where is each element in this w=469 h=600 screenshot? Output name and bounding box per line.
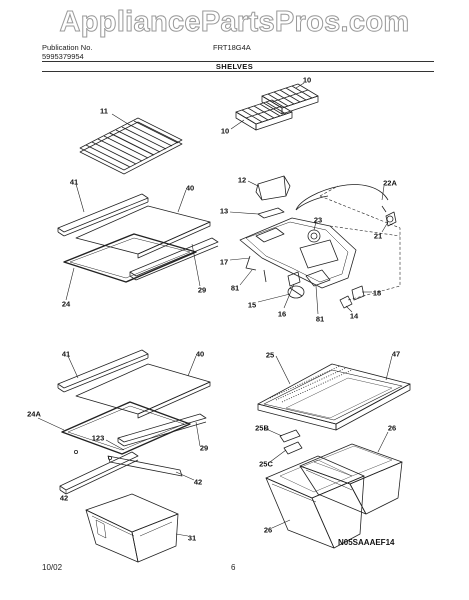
publication-number: 5995379954 — [42, 52, 84, 61]
crisper-pan-part-26-left — [265, 455, 365, 549]
callout-25c: 25C — [259, 459, 273, 469]
callout-123: 123 — [91, 433, 105, 443]
dashed-outline-housing — [319, 185, 401, 301]
publication-label: Publication No. — [42, 43, 93, 52]
callout-41-lower: 41 — [61, 349, 71, 359]
callout-17: 17 — [219, 257, 229, 267]
callout-41-upper: 41 — [69, 177, 79, 187]
callout-10-lower: 10 — [220, 126, 230, 136]
callout-23: 23 — [313, 215, 323, 225]
callout-leader-lines — [37, 82, 393, 537]
callout-22a: 22A — [383, 178, 397, 188]
callout-40-upper: 40 — [185, 183, 195, 193]
section-title: SHELVES — [215, 62, 254, 71]
callout-29-upper: 29 — [197, 285, 207, 295]
callout-11: 11 — [100, 106, 108, 116]
callout-12: 12 — [237, 175, 247, 185]
callout-42-left: 42 — [59, 493, 69, 503]
callout-40-lower: 40 — [195, 349, 205, 359]
model-number: FRT18G4A — [213, 43, 251, 52]
callout-18: 18 — [372, 288, 382, 298]
callout-21: 21 — [373, 231, 383, 241]
crisper-cover-frame-part-25 — [257, 363, 411, 431]
callout-24a: 24A — [27, 409, 41, 419]
callout-14: 14 — [349, 311, 359, 321]
footer-date: 10/02 — [42, 563, 63, 572]
glass-shelf-assembly-upper — [57, 193, 219, 283]
wire-shelf-part-11 — [79, 117, 183, 175]
callout-42-right: 42 — [193, 477, 203, 487]
callout-81-right: 81 — [315, 314, 325, 324]
crisper-drawer-part-31 — [85, 493, 179, 563]
diagram-code: N05SAAAEF14 — [338, 538, 395, 547]
control-housing-assembly — [239, 175, 397, 309]
callout-31: 31 — [187, 533, 197, 543]
humidity-control-part-25b — [279, 429, 303, 455]
header-rule-bottom — [42, 71, 434, 72]
callout-15: 15 — [247, 300, 257, 310]
callout-26-right: 26 — [387, 423, 397, 433]
callout-25: 25 — [265, 350, 275, 360]
callout-24: 24 — [61, 299, 71, 309]
callout-81-left: 81 — [230, 283, 240, 293]
callout-47: 47 — [391, 349, 401, 359]
footer-page-number: 6 — [231, 563, 236, 572]
callout-29-lower: 29 — [199, 443, 209, 453]
crisper-cover-assembly — [57, 349, 211, 495]
callout-26-left: 26 — [263, 525, 273, 535]
callout-25b: 25B — [255, 423, 269, 433]
header-rule-top — [42, 61, 434, 62]
callout-16: 16 — [277, 309, 287, 319]
crisper-pan-part-26-right — [299, 443, 403, 515]
ice-tray-part-10-lower — [235, 99, 293, 131]
callout-13: 13 — [219, 206, 229, 216]
callout-10-upper: 10 — [302, 75, 312, 85]
